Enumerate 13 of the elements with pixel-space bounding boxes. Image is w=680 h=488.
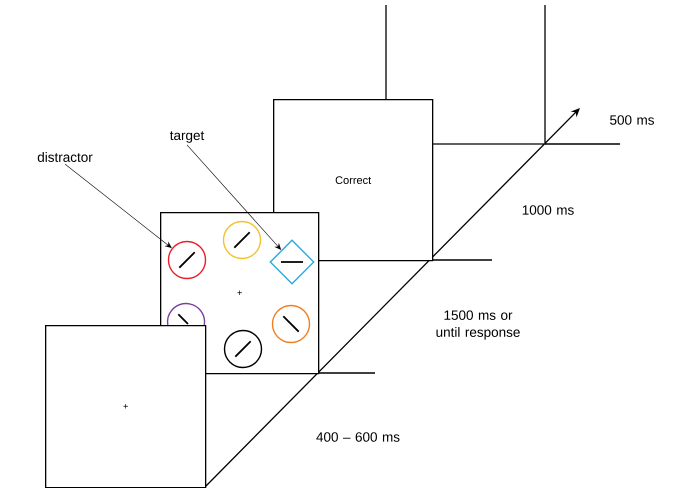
circle-stimulus bbox=[222, 220, 262, 260]
fixation-frame: + bbox=[45, 325, 206, 488]
circle-stimulus bbox=[272, 304, 310, 344]
circle-stimulus bbox=[166, 302, 206, 326]
duration-label: 400 – 600 ms bbox=[316, 432, 400, 442]
circle-stimulus bbox=[224, 330, 262, 368]
callout-text: distractor bbox=[38, 152, 93, 162]
duration-label: 1000 ms bbox=[522, 205, 574, 215]
circle-stimulus bbox=[168, 240, 206, 280]
callout-text: target bbox=[170, 131, 204, 143]
feedback-frame: Correct bbox=[273, 99, 434, 262]
duration-label: 500 ms bbox=[610, 115, 654, 125]
duration-label: 1500 ms or until response bbox=[436, 310, 520, 340]
